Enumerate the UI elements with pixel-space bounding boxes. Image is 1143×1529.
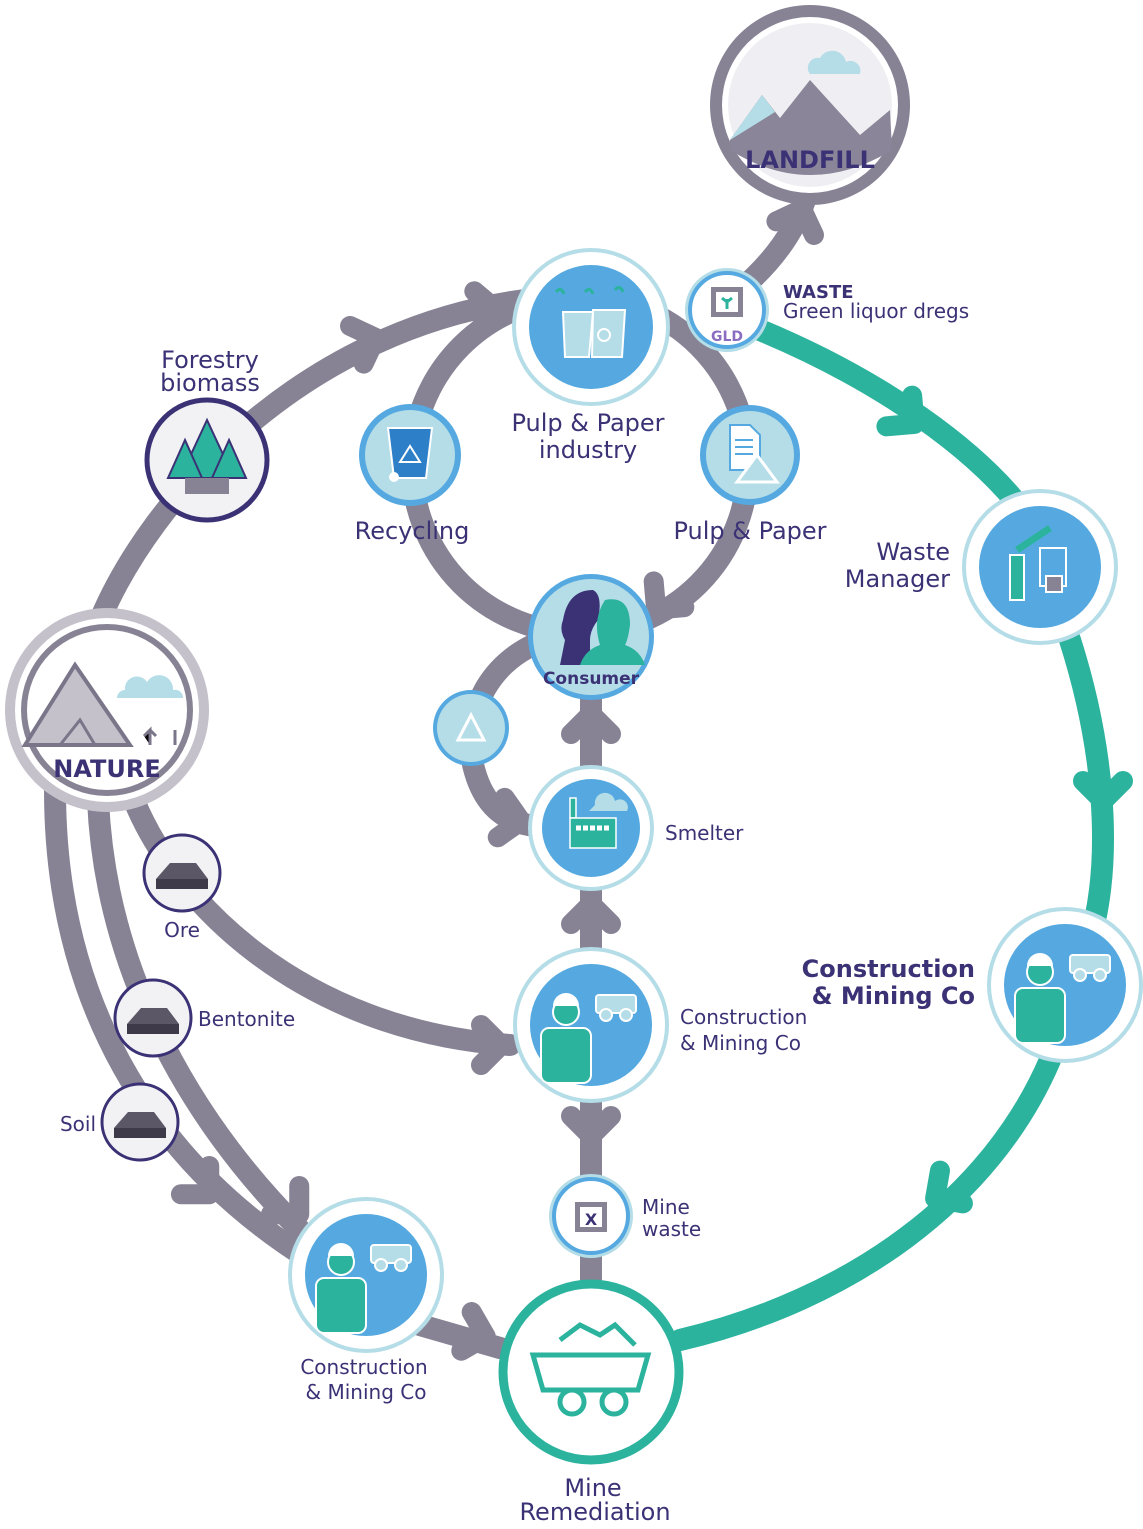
smelter-icon	[569, 792, 628, 849]
waste-manager-label-line1: Waste	[876, 538, 950, 566]
mountain-icon	[730, 50, 892, 175]
node-waste-manager[interactable]: Waste Manager	[845, 489, 1118, 645]
document-icon	[729, 424, 780, 484]
construction-left-label-line1: Construction	[300, 1355, 427, 1379]
landfill-label: LANDFILL	[745, 146, 875, 174]
construction-center-label-line1: Construction	[680, 1005, 807, 1029]
node-construction-center[interactable]: Construction & Mining Co	[513, 947, 807, 1103]
smelter-label: Smelter	[665, 821, 744, 845]
factory-icon	[554, 285, 627, 358]
node-construction-right[interactable]: Construction & Mining Co	[802, 907, 1143, 1063]
node-construction-left[interactable]: Construction & Mining Co	[288, 1197, 444, 1404]
construction-right-label-line1: Construction	[802, 955, 975, 983]
robot-arm-icon	[1009, 525, 1067, 601]
recycle-bin-icon	[386, 427, 434, 482]
plant-box-icon	[711, 287, 743, 317]
ore-label: Ore	[164, 918, 200, 942]
node-bentonite[interactable]: Bentonite	[113, 978, 295, 1058]
mine-waste-label-line1: Mine	[642, 1195, 690, 1219]
node-recycling[interactable]: Recycling	[355, 404, 470, 545]
node-pulp-paper[interactable]: Pulp & Paper	[673, 405, 827, 545]
svg-text:X: X	[585, 1210, 598, 1229]
soil-label: Soil	[60, 1112, 96, 1136]
pulp-paper-label: Pulp & Paper	[673, 517, 826, 545]
construction-right-label-line2: & Mining Co	[812, 982, 975, 1010]
forestry-label-line2: biomass	[160, 369, 260, 397]
trees-icon	[166, 417, 248, 494]
bentonite-label: Bentonite	[198, 1007, 295, 1031]
node-pulp-paper-industry[interactable]: Pulp & Paper industry	[511, 248, 670, 464]
node-landfill[interactable]: LANDFILL	[710, 5, 910, 205]
waste-manager-label-line2: Manager	[845, 565, 950, 593]
construction-center-label-line2: & Mining Co	[680, 1031, 801, 1055]
node-ore[interactable]: Ore	[142, 833, 222, 942]
node-forestry-biomass[interactable]: Forestry biomass	[144, 346, 270, 523]
flow-construction-to-remediation-teal	[669, 1049, 1061, 1351]
node-mine-remediation[interactable]: Mine Remediation	[498, 1279, 684, 1526]
flow-nature-ore-construction	[119, 779, 521, 1056]
waste-box-icon: X	[575, 1202, 607, 1232]
waste-title: WASTE	[783, 282, 854, 303]
forestry-label-line1: Forestry	[161, 346, 259, 374]
pulp-industry-label-line1: Pulp & Paper	[511, 409, 664, 437]
remediation-label-line2: Remediation	[519, 1498, 670, 1526]
recycle-icon	[455, 711, 487, 742]
nature-label: NATURE	[53, 755, 161, 783]
flow-nature-soil	[44, 779, 321, 1271]
people-icon	[560, 590, 645, 665]
node-consumer[interactable]: Consumer	[528, 574, 654, 700]
gld-badge: GLD	[711, 329, 743, 345]
node-soil[interactable]: Soil	[60, 1082, 180, 1162]
node-smelter[interactable]: Smelter	[528, 765, 744, 891]
node-recycle-small[interactable]	[433, 690, 509, 766]
mine-cart-icon	[529, 1321, 652, 1417]
waste-subtitle: Green liquor dregs	[783, 299, 969, 323]
consumer-label: Consumer	[543, 669, 640, 689]
pulp-industry-label-line2: industry	[539, 436, 637, 464]
mine-waste-label-line2: waste	[642, 1217, 701, 1241]
construction-left-label-line2: & Mining Co	[306, 1380, 427, 1404]
mountain-trees-icon	[21, 661, 184, 747]
node-waste-gld[interactable]: GLD WASTE Green liquor dregs	[685, 268, 969, 352]
remediation-label-line1: Mine	[564, 1474, 621, 1502]
node-mine-waste[interactable]: X Mine waste	[549, 1174, 701, 1258]
node-nature[interactable]: NATURE	[5, 608, 209, 812]
recycling-label: Recycling	[355, 517, 470, 545]
